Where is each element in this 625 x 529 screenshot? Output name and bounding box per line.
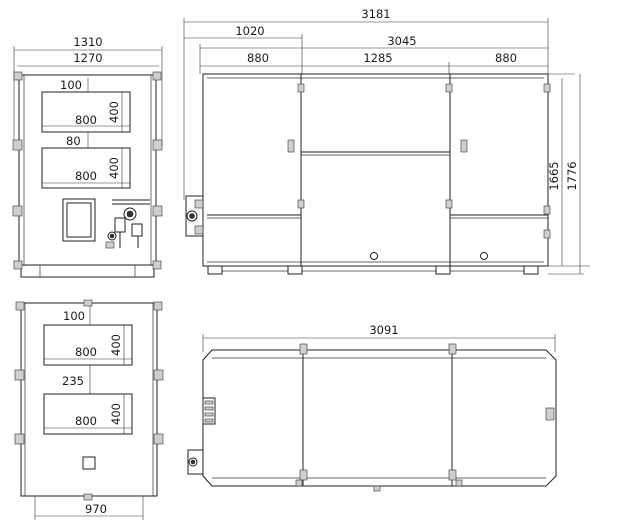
label-height-casing: 1665 — [547, 161, 561, 190]
control-strip — [202, 397, 216, 425]
opening-lower — [41, 147, 131, 189]
corner-fitting — [13, 260, 23, 270]
foot — [207, 265, 223, 275]
control-panel-inner — [66, 202, 92, 238]
label-section-right: 880 — [495, 51, 517, 65]
side-connection-assembly — [185, 195, 204, 237]
top-casing — [202, 349, 557, 487]
label-length: 3091 — [369, 323, 398, 337]
label-section-left: 880 — [247, 51, 269, 65]
label-opening-upper-height: 400 — [107, 101, 121, 123]
top-side-connection — [187, 449, 204, 475]
label-width-inner: 1270 — [73, 51, 102, 65]
side-fitting — [12, 205, 23, 217]
label-width-outer: 1310 — [73, 35, 102, 49]
top-view-bottom: 3091 — [187, 323, 557, 492]
foot — [435, 265, 451, 275]
drain-outlet — [480, 252, 488, 260]
door-handle — [460, 139, 468, 153]
corner-fitting — [13, 71, 23, 81]
side-casing — [202, 73, 549, 267]
label-rear-opening-lower-height: 400 — [109, 403, 123, 425]
corner-fitting — [152, 260, 162, 270]
foot — [523, 265, 539, 275]
control-panel — [62, 198, 96, 242]
valve-assembly — [105, 199, 150, 249]
side-view-top: 3181 1020 3045 880 1285 880 — [183, 7, 590, 275]
label-opening-lower-width: 800 — [75, 169, 97, 183]
rear-casing — [20, 302, 158, 497]
rear-opening-upper — [43, 324, 133, 366]
drain-outlet — [370, 252, 378, 260]
label-rear-offset-upper: 100 — [63, 309, 85, 323]
side-fitting — [152, 139, 163, 151]
door-handle — [287, 139, 295, 153]
label-connection-offset: 1020 — [235, 24, 264, 38]
front-view-top: 1310 1270 100 800 400 80 8 — [12, 35, 163, 278]
opening-upper — [41, 91, 131, 133]
label-rear-opening-upper-height: 400 — [109, 334, 123, 356]
corner-fitting — [152, 71, 162, 81]
label-rear-opening-upper-width: 800 — [75, 345, 97, 359]
label-height-total: 1776 — [565, 161, 579, 190]
label-casing-length: 3045 — [387, 34, 416, 48]
label-offset-upper: 100 — [60, 78, 82, 92]
label-gap-between: 80 — [66, 134, 81, 148]
foot — [287, 265, 303, 275]
label-opening-lower-height: 400 — [107, 157, 121, 179]
label-rear-opening-lower-width: 800 — [75, 414, 97, 428]
inspection-port — [82, 456, 96, 470]
label-total-length: 3181 — [361, 7, 390, 21]
side-fitting — [12, 139, 23, 151]
rear-view-bottom: 100 800 400 235 800 400 970 — [14, 299, 164, 520]
front-base — [20, 264, 155, 278]
rear-opening-lower — [43, 393, 133, 435]
label-base-width: 970 — [85, 502, 107, 516]
label-opening-upper-width: 800 — [75, 113, 97, 127]
label-rear-gap-between: 235 — [62, 374, 84, 388]
label-section-middle: 1285 — [363, 51, 392, 65]
side-fitting — [152, 205, 163, 217]
